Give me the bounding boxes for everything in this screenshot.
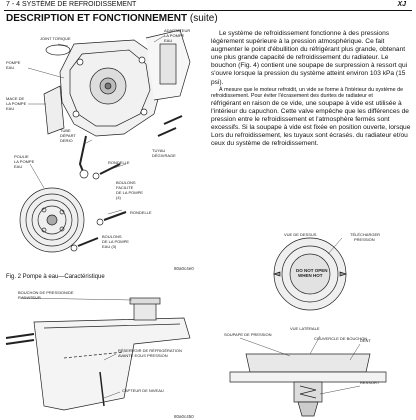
label-reservoir-l1: RÉSERVOIR DE RÉFRIGÉRATION xyxy=(118,348,182,353)
label-adaptateur-l1: ADAPTATEUR xyxy=(164,28,190,33)
page-header: 7 - 4 SYSTÈME DE REFROIDISSEMENT XJ xyxy=(4,1,414,11)
title-main: DESCRIPTION ET FONCTIONNEMENT xyxy=(6,13,188,24)
paragraph-3: réfrigérant en raison de ce vide, une so… xyxy=(211,99,411,148)
label-tuyau-degivrage-l2: DÉGIVRAGE xyxy=(152,153,176,158)
label-mace-pompe-l3: EAU xyxy=(6,106,14,111)
label-adaptateur-l3: EAU xyxy=(164,38,172,43)
label-boulons-pompe: BOULONS DE LA POMPE EAU (3) xyxy=(102,234,130,249)
label-adaptateur: ADAPTATEUR LA POMPE EAU xyxy=(164,28,191,43)
figure-3-ref-code: 80a0c450 xyxy=(174,414,194,419)
cap-warning-l2: WHEN HOT xyxy=(298,273,323,278)
label-pompe-eau-l2: EAU xyxy=(6,65,14,70)
label-tube-depart: TUBE DÉPART DERIO xyxy=(60,128,77,143)
label-rondelle-top: RONDELLE xyxy=(108,160,130,165)
label-poulie-pompe-l1: POULIE xyxy=(14,154,29,159)
section-heading: 7 - 4 SYSTÈME DE REFROIDISSEMENT xyxy=(6,1,137,8)
label-vue-dessus: VUE DE DESSUS xyxy=(284,232,317,237)
label-tuyau-degivrage-l1: TUYAU xyxy=(152,148,165,153)
label-capteur: CAPTEUR DE NIVEAU xyxy=(122,388,164,393)
cap-warning-l1: DO NOT OPEN xyxy=(296,268,328,273)
label-dent: DENT xyxy=(360,338,371,343)
label-boulons-poulie: BOULONS FACILITE DE LA POMPE (4) xyxy=(116,180,144,200)
paragraph-2: À mesure que le moteur refroidit, un vid… xyxy=(211,86,404,100)
figure-2-ref-code: 80a0c4e0 xyxy=(174,266,194,271)
label-telecharger: TÉLÉCHARGER PRESSION xyxy=(350,232,381,242)
label-boulons-pompe-l3: EAU (3) xyxy=(102,244,117,249)
label-couvercle: COUVERCLE DE BOUCHON xyxy=(314,336,367,341)
label-rondelle-bottom: RONDELLE xyxy=(130,210,152,215)
label-tube-depart-l2: DÉPART xyxy=(60,133,76,138)
model-code: XJ xyxy=(397,1,406,8)
title-suffix: (suite) xyxy=(189,13,218,24)
label-pompe-eau: POMPE EAU xyxy=(6,60,22,70)
label-bouchon-l2: RADIATEUR xyxy=(18,295,41,300)
label-poulie-pompe: POULIE LA POMPE EAU xyxy=(14,154,35,169)
label-adaptateur-l2: LA POMPE xyxy=(164,33,185,38)
label-boulons-pompe-l1: BOULONS xyxy=(102,234,122,239)
label-boulons-poulie-l3: DE LA POMPE xyxy=(116,190,143,195)
label-telecharger-l1: TÉLÉCHARGER xyxy=(350,232,380,237)
label-mace-pompe: MACE DE LA POMPE EAU xyxy=(6,96,27,111)
label-telecharger-l2: PRESSION xyxy=(354,237,375,242)
label-reservoir-l2: AVANTE EOUS PRESSION xyxy=(118,353,168,358)
label-poulie-pompe-l3: EAU xyxy=(14,164,22,169)
pressure-cap-figure: DO NOT OPEN WHEN HOT VUE DE DESSUS TÉLÉC… xyxy=(224,232,387,417)
label-vue-laterale: VUE LATÉRALE xyxy=(290,326,320,331)
reservoir-figure: BOUCHON DE PRESSION/DE RADIATEUR RÉSERVO… xyxy=(5,290,194,419)
label-poulie-pompe-l2: LA POMPE xyxy=(14,159,35,164)
water-pump-figure: JOINT TORIQUE ADAPTATEUR LA POMPE EAU PO… xyxy=(6,28,194,271)
label-mace-pompe-l2: LA POMPE xyxy=(6,101,27,106)
label-boulons-pompe-l2: DE LA POMPE xyxy=(102,239,129,244)
label-bouchon-l1: BOUCHON DE PRESSION/DE xyxy=(18,290,74,295)
body-text: Le système de refroidissement fonctionne… xyxy=(211,30,411,148)
label-joint-torique: JOINT TORIQUE xyxy=(40,36,71,41)
header-divider xyxy=(4,10,412,11)
label-mace-pompe-l1: MACE DE xyxy=(6,96,25,101)
page-title: DESCRIPTION ET FONCTIONNEMENT (suite) xyxy=(6,13,218,24)
label-reservoir: RÉSERVOIR DE RÉFRIGÉRATION AVANTE EOUS P… xyxy=(118,348,183,358)
label-pompe-eau-l1: POMPE xyxy=(6,60,21,65)
label-soupape: SOUPAPE DE PRESSION xyxy=(224,332,272,337)
label-boulons-poulie-l1: BOULONS xyxy=(116,180,136,185)
cap-warning-text: DO NOT OPEN WHEN HOT xyxy=(296,268,329,278)
label-tuyau-degivrage: TUYAU DÉGIVRAGE xyxy=(152,148,176,158)
label-ressort: RESSORT xyxy=(360,380,380,385)
paragraph-1: Le système de refroidissement fonctionne… xyxy=(211,30,408,86)
label-tube-depart-l3: DERIO xyxy=(60,138,73,143)
figure-2-caption: Fig. 2 Pompe à eau—Caractéristique xyxy=(6,274,105,280)
label-tube-depart-l1: TUBE xyxy=(60,128,71,133)
label-bouchon: BOUCHON DE PRESSION/DE RADIATEUR xyxy=(18,290,75,300)
label-boulons-poulie-l2: FACILITE xyxy=(116,185,134,190)
label-boulons-poulie-l4: (4) xyxy=(116,195,122,200)
